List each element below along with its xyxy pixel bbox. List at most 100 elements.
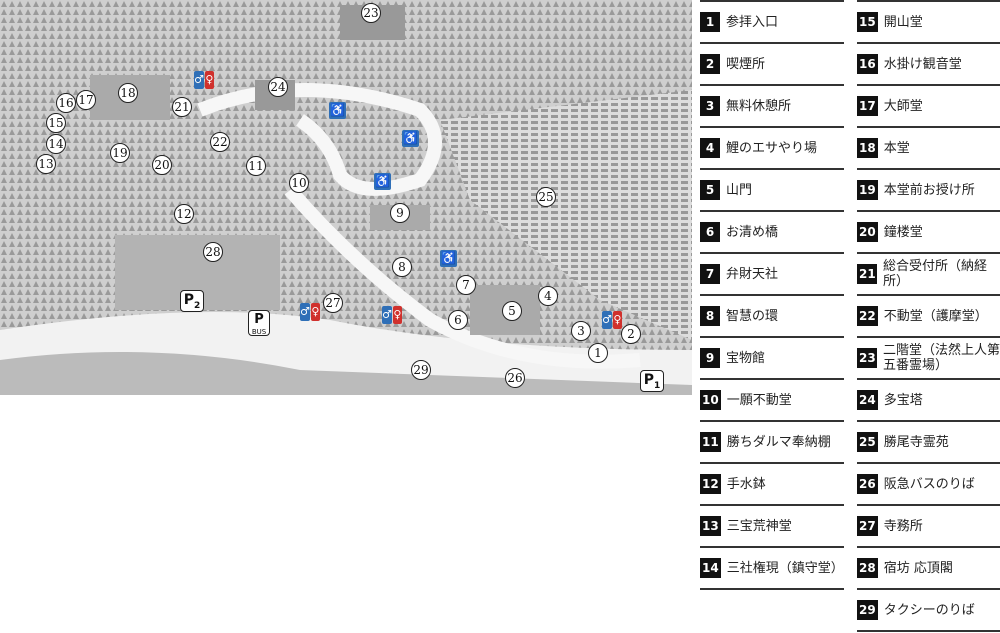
legend-label: 弁財天社 bbox=[726, 266, 779, 282]
marker-23[interactable]: 23 bbox=[361, 3, 381, 23]
legend-number: 25 bbox=[857, 432, 878, 452]
marker-6[interactable]: 6 bbox=[448, 310, 468, 330]
marker-24[interactable]: 24 bbox=[268, 77, 288, 97]
legend-label: 参拝入口 bbox=[726, 14, 779, 30]
marker-15[interactable]: 15 bbox=[46, 113, 66, 133]
marker-17[interactable]: 17 bbox=[76, 90, 96, 110]
legend-label: 三社権現（鎮守堂） bbox=[726, 560, 844, 576]
legend-number: 28 bbox=[857, 558, 878, 578]
legend-number: 3 bbox=[700, 96, 720, 116]
parking-p2[interactable]: P2 bbox=[180, 290, 204, 312]
legend-item: 20 鐘楼堂 bbox=[857, 210, 1000, 252]
temple-map[interactable]: 1 2 3 4 5 6 7 8 9 10 11 12 13 14 15 16 1… bbox=[0, 0, 692, 395]
legend-number: 10 bbox=[700, 390, 721, 410]
marker-4[interactable]: 4 bbox=[538, 286, 558, 306]
legend-label: 智慧の環 bbox=[726, 308, 779, 324]
legend-label: 不動堂（護摩堂） bbox=[883, 308, 988, 324]
legend-number: 13 bbox=[700, 516, 721, 536]
marker-3[interactable]: 3 bbox=[571, 321, 591, 341]
parking-label: P bbox=[643, 372, 654, 388]
marker-22[interactable]: 22 bbox=[210, 132, 230, 152]
legend-item: 8 智慧の環 bbox=[700, 294, 844, 336]
legend-item: 28 宿坊 応頂閣 bbox=[857, 546, 1000, 588]
marker-8[interactable]: 8 bbox=[392, 257, 412, 277]
legend-number: 4 bbox=[700, 138, 720, 158]
legend-number: 26 bbox=[857, 474, 878, 494]
legend-label: 喫煙所 bbox=[726, 56, 766, 72]
legend-label: 三宝荒神堂 bbox=[726, 518, 792, 534]
legend-number: 5 bbox=[700, 180, 720, 200]
legend-number: 17 bbox=[857, 96, 878, 116]
wheelchair-icon: ♿ bbox=[329, 102, 346, 119]
legend-label: 開山堂 bbox=[883, 14, 923, 30]
legend-item: 1 参拝入口 bbox=[700, 0, 844, 42]
marker-5[interactable]: 5 bbox=[502, 301, 522, 321]
legend-item: 5 山門 bbox=[700, 168, 844, 210]
legend-number: 16 bbox=[857, 54, 878, 74]
wheelchair-icon: ♿ bbox=[374, 173, 391, 190]
legend-number: 27 bbox=[857, 516, 878, 536]
restroom-icon: ♂♀ bbox=[300, 303, 320, 321]
legend-number: 12 bbox=[700, 474, 721, 494]
legend-number: 1 bbox=[700, 12, 720, 32]
legend-label: 鐘楼堂 bbox=[883, 224, 923, 240]
legend-number: 7 bbox=[700, 264, 720, 284]
marker-10[interactable]: 10 bbox=[289, 173, 309, 193]
legend-number: 20 bbox=[857, 222, 878, 242]
marker-11[interactable]: 11 bbox=[246, 156, 266, 176]
parking-number: 1 bbox=[654, 380, 661, 391]
legend-number: 8 bbox=[700, 306, 720, 326]
legend-item: 10 一願不動堂 bbox=[700, 378, 844, 420]
restroom-icon: ♂♀ bbox=[194, 71, 214, 89]
marker-16[interactable]: 16 bbox=[56, 93, 76, 113]
marker-9[interactable]: 9 bbox=[390, 203, 410, 223]
marker-21[interactable]: 21 bbox=[172, 97, 192, 117]
wheelchair-icon: ♿ bbox=[440, 250, 457, 267]
marker-14[interactable]: 14 bbox=[46, 134, 66, 154]
marker-19[interactable]: 19 bbox=[110, 143, 130, 163]
marker-26[interactable]: 26 bbox=[505, 368, 525, 388]
legend-label: 宿坊 応頂閣 bbox=[883, 560, 953, 576]
legend-label: 水掛け観音堂 bbox=[883, 56, 962, 72]
legend-number: 24 bbox=[857, 390, 878, 410]
legend-label: タクシーのりば bbox=[883, 602, 975, 618]
marker-25[interactable]: 25 bbox=[536, 187, 556, 207]
marker-7[interactable]: 7 bbox=[456, 275, 476, 295]
marker-1[interactable]: 1 bbox=[588, 343, 608, 363]
legend-label: 山門 bbox=[726, 182, 753, 198]
legend-number: 15 bbox=[857, 12, 878, 32]
legend-label: 二階堂（法然上人第五番霊場） bbox=[883, 343, 1000, 373]
marker-12[interactable]: 12 bbox=[174, 204, 194, 224]
legend-label: 勝ちダルマ奉納棚 bbox=[726, 434, 831, 450]
marker-2[interactable]: 2 bbox=[621, 324, 641, 344]
marker-28[interactable]: 28 bbox=[203, 242, 223, 262]
marker-13[interactable]: 13 bbox=[36, 154, 56, 174]
cemetery-area bbox=[440, 90, 692, 340]
legend-label: 本堂前お授け所 bbox=[883, 182, 975, 198]
legend-number: 18 bbox=[857, 138, 878, 158]
legend-divider bbox=[700, 588, 844, 590]
parking-label: P bbox=[254, 312, 264, 327]
legend-label: お清め橋 bbox=[726, 224, 779, 240]
marker-18[interactable]: 18 bbox=[118, 83, 138, 103]
legend-label: 一願不動堂 bbox=[726, 392, 792, 408]
marker-27[interactable]: 27 bbox=[323, 293, 343, 313]
marker-20[interactable]: 20 bbox=[152, 155, 172, 175]
parking-p1[interactable]: P1 bbox=[640, 370, 664, 392]
marker-29[interactable]: 29 bbox=[411, 360, 431, 380]
